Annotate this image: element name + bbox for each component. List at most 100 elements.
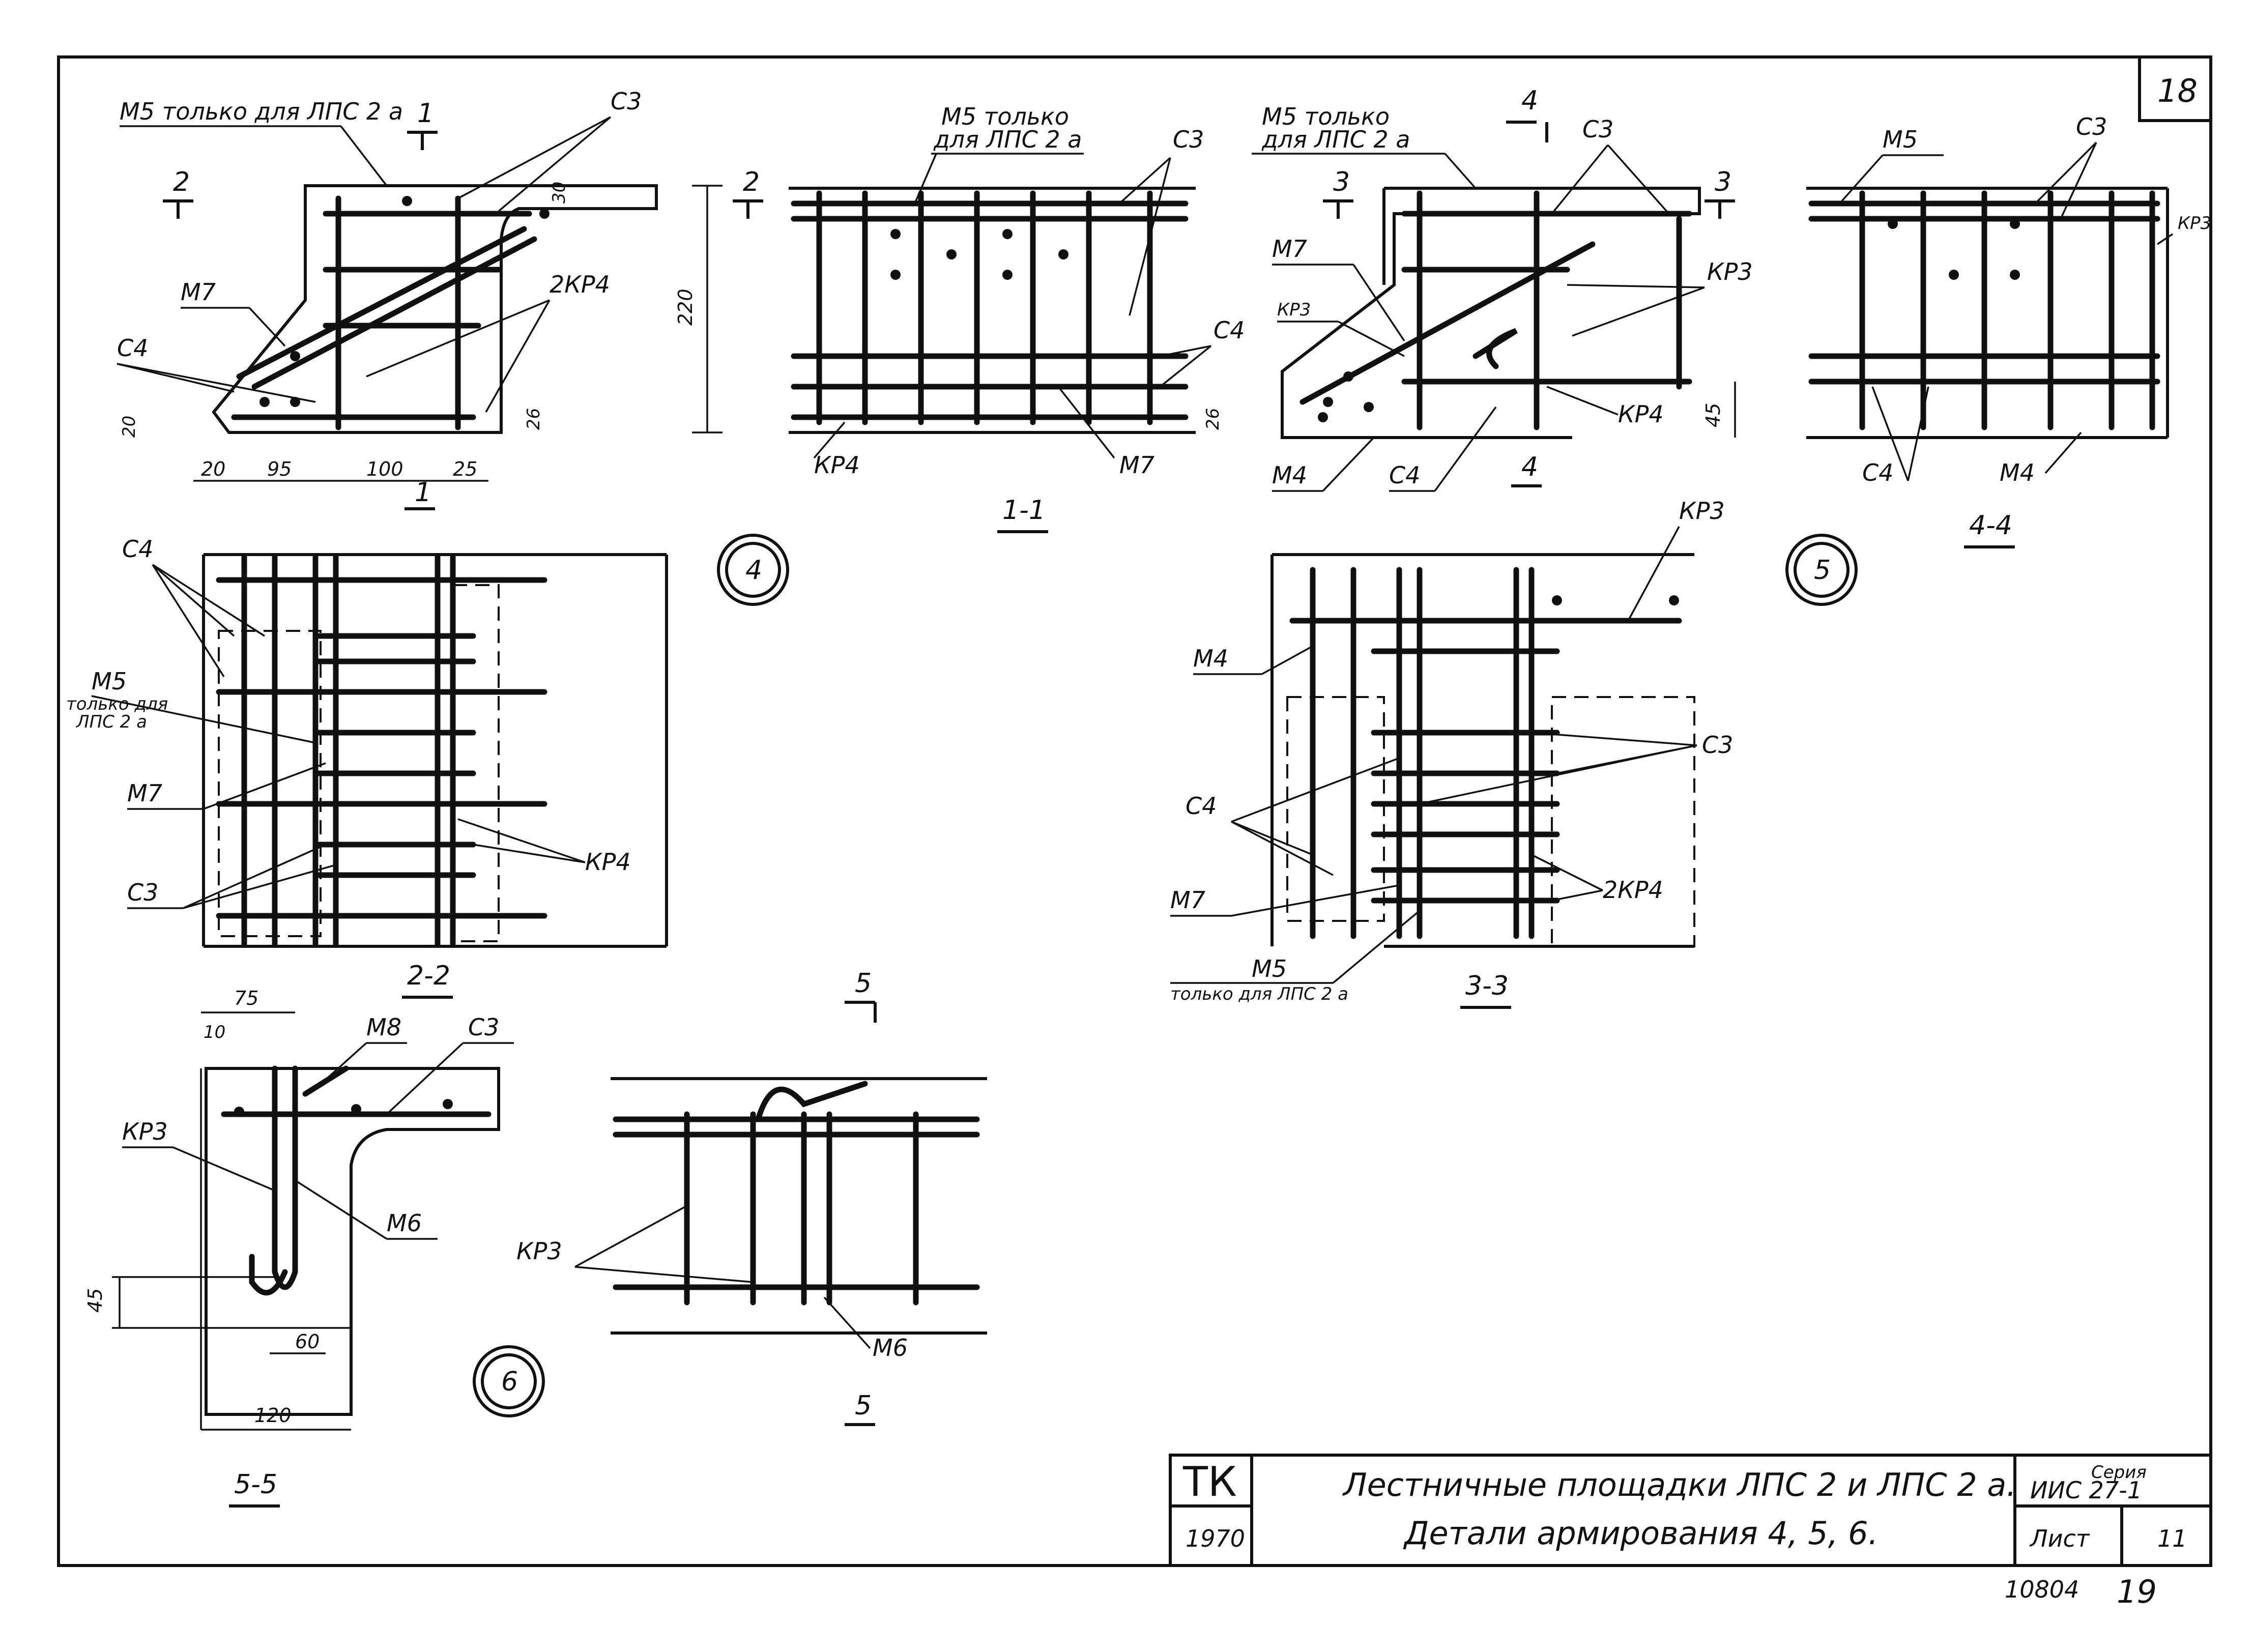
detail-6-section: 75 10 45 60 120 М8 С3 КР3 М6 5-5 xyxy=(84,987,514,1508)
label-c4-d5: С4 xyxy=(1389,461,1420,489)
label-kr3-d5-a: КР3 xyxy=(1277,300,1311,320)
label-kr4-2-2: КР4 xyxy=(585,848,631,876)
sheet-number-box xyxy=(2138,55,2212,122)
detail-marker-6: 6 xyxy=(501,1367,518,1397)
label-m4-3-3: М4 xyxy=(1193,645,1228,672)
title-line-1: Лестничные площадки ЛПС 2 и ЛПС 2 а. xyxy=(1342,1466,2016,1503)
label-c4-1-1: С4 xyxy=(1214,316,1245,344)
mark-3-left: 3 xyxy=(1333,167,1350,197)
label-m5-only-d5: М5 только xyxy=(1262,103,1390,130)
label-m7-3-3: М7 xyxy=(1170,886,1205,914)
label-for-lpc2a-1-1: для ЛПС 2 а xyxy=(933,126,1082,153)
label-m7-d4: М7 xyxy=(181,278,216,306)
label-m6-elev: М6 xyxy=(873,1334,908,1361)
mark-5-bottom: 5 xyxy=(855,1390,872,1421)
mark-1-top: 1 xyxy=(417,98,434,129)
label-m4-d5: М4 xyxy=(1272,461,1307,489)
sheet-frame xyxy=(57,55,2212,1567)
detail-marker-6-circle xyxy=(473,1345,545,1417)
label-m5-2-2: М5 xyxy=(92,668,127,695)
label-c3-d4: С3 xyxy=(611,88,642,115)
dim-95: 95 xyxy=(267,458,292,480)
mark-4-top: 4 xyxy=(1521,85,1538,116)
dim-10: 10 xyxy=(204,1022,225,1042)
label-kr4-1-1: КР4 xyxy=(814,451,860,479)
view-2-2: С4 М5 только для ЛПС 2 а М7 С3 КР4 2-2 xyxy=(66,535,668,999)
view-1-1: М5 только для ЛПС 2 а С3 С4 КР4 М7 26 2 … xyxy=(733,103,1245,533)
mark-4-bottom: 4 xyxy=(1521,452,1538,482)
mark-2-d4: 2 xyxy=(173,167,190,197)
series-label: Серия xyxy=(2091,1462,2147,1483)
detail-marker-4-circle xyxy=(717,534,789,606)
label-c3-1-1: С3 xyxy=(1173,126,1204,153)
mark-2-1-1: 2 xyxy=(743,167,760,197)
label-c3-2-2: С3 xyxy=(127,879,158,906)
detail-6-elevation: КР3 М6 5 5 xyxy=(516,968,987,1426)
label-m5-only-lpc2a: М5 только для ЛПС 2 а xyxy=(120,98,403,125)
dim-60: 60 xyxy=(295,1330,320,1353)
title-line-2: Детали армирования 4, 5, 6. xyxy=(1403,1515,1878,1552)
detail-5-section: М5 только для ЛПС 2 а С3 М7 КР3 КР3 КР4 … xyxy=(1252,85,1753,492)
title-year: 1970 xyxy=(1186,1525,1245,1552)
label-m7-1-1: М7 xyxy=(1119,451,1154,479)
label-m5-note-2-2-a: только для xyxy=(66,694,168,714)
label-m5-note-2-2-b: ЛПС 2 а xyxy=(75,712,147,732)
view-title-4-4: 4-4 xyxy=(1969,510,2012,541)
title-org: ТК xyxy=(1182,1458,1237,1505)
detail-marker-4: 4 xyxy=(745,555,762,586)
mark-5-top: 5 xyxy=(855,968,872,999)
label-c4-2-2: С4 xyxy=(122,535,153,563)
sheet-label: Лист xyxy=(2029,1525,2090,1552)
detail-4-section: 220 20 95 100 25 30 20 26 М5 только для … xyxy=(117,88,723,510)
label-m8-d6: М8 xyxy=(366,1013,401,1041)
dim-100: 100 xyxy=(366,458,403,480)
label-kr3-4-4: КР3 xyxy=(2178,213,2211,234)
series-value: ИИС 27-1 xyxy=(2030,1476,2142,1504)
label-kr3-elev: КР3 xyxy=(516,1237,562,1265)
sheet-number: 18 xyxy=(2157,72,2198,109)
detail-marker-5-circle xyxy=(1785,534,1858,606)
label-m4-4-4: М4 xyxy=(2000,459,2035,486)
label-for-lpc2a-d5: для ЛПС 2 а xyxy=(1261,126,1410,153)
label-m5-only-3-3: только для ЛПС 2 а xyxy=(1170,984,1348,1004)
dim-75: 75 xyxy=(234,987,258,1009)
mark-3-right: 3 xyxy=(1715,167,1731,197)
label-c3-d6: С3 xyxy=(468,1013,499,1041)
view-title-2-2: 2-2 xyxy=(407,961,450,991)
view-3-3: КР3 М4 С3 С4 М7 2КР4 М5 только для ЛПС 2… xyxy=(1170,497,1733,1009)
label-c3-3-3: С3 xyxy=(1702,731,1733,759)
label-2kr4-3-3: 2КР4 xyxy=(1603,876,1663,904)
page-number: 19 xyxy=(2117,1573,2157,1610)
label-kr3-d5-b: КР3 xyxy=(1707,258,1753,285)
label-m7-d5: М7 xyxy=(1272,235,1307,263)
label-kr4-d5: КР4 xyxy=(1618,400,1664,428)
dim-25: 25 xyxy=(453,458,477,480)
label-2kr4-d4: 2КР4 xyxy=(550,271,610,298)
view-title-5-5: 5-5 xyxy=(234,1469,277,1500)
label-m5-3-3: М5 xyxy=(1252,955,1287,982)
label-kr3-d6: КР3 xyxy=(122,1118,168,1145)
dim-45-d5: 45 xyxy=(1702,403,1724,427)
view-title-3-3: 3-3 xyxy=(1465,971,1509,1001)
view-4-4: М5 С3 КР3 С4 М4 4-4 xyxy=(1806,113,2211,548)
dim-30: 30 xyxy=(549,182,569,204)
sheet-value: 11 xyxy=(2157,1525,2187,1552)
detail-marker-5: 5 xyxy=(1814,555,1831,586)
label-m7-2-2: М7 xyxy=(127,779,162,807)
archive-number: 10804 xyxy=(2005,1576,2079,1603)
label-m5-4-4: М5 xyxy=(1883,126,1918,153)
dim-120: 120 xyxy=(254,1404,292,1427)
label-m6-d6: М6 xyxy=(387,1209,422,1237)
label-c4-4-4: С4 xyxy=(1862,459,1893,486)
dim-220: 220 xyxy=(674,288,697,326)
dim-20: 20 xyxy=(201,458,225,480)
dim-26-b: 26 xyxy=(1203,408,1223,430)
label-m5-only-1-1: М5 только xyxy=(941,103,1069,130)
label-c3-4-4: С3 xyxy=(2076,113,2107,140)
dim-45-d6: 45 xyxy=(84,1288,106,1313)
mark-1-bottom: 1 xyxy=(415,477,431,508)
label-c4-d4: С4 xyxy=(117,334,148,362)
dim-20-left: 20 xyxy=(119,416,139,438)
dim-26-a: 26 xyxy=(524,408,544,430)
